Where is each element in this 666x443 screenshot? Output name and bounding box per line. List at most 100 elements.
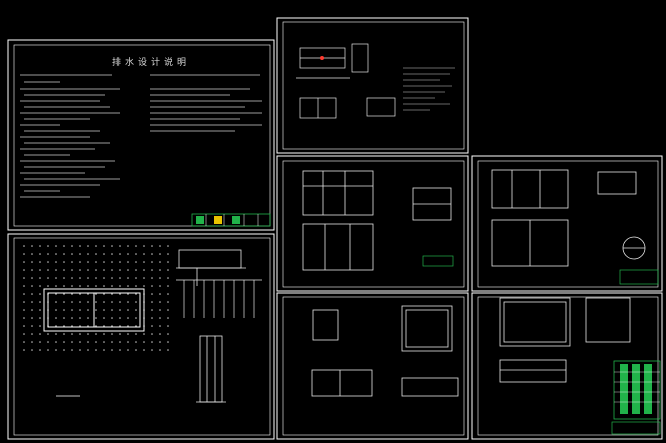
hatch-dot bbox=[135, 301, 137, 303]
hatch-dot bbox=[71, 349, 73, 351]
sheet-pump-well-details[interactable] bbox=[276, 17, 469, 154]
dot-hatch-field bbox=[23, 245, 169, 351]
hatch-dot bbox=[127, 253, 129, 255]
hatch-dot bbox=[95, 309, 97, 311]
hatch-dot bbox=[111, 309, 113, 311]
hatch-dot bbox=[135, 285, 137, 287]
hatch-dot bbox=[103, 285, 105, 287]
hatch-dot bbox=[167, 325, 169, 327]
hatch-dot bbox=[47, 349, 49, 351]
hatch-dot bbox=[119, 277, 121, 279]
hatch-dot bbox=[63, 341, 65, 343]
hatch-dot bbox=[39, 245, 41, 247]
sheet-pool-sections[interactable] bbox=[276, 292, 469, 440]
hatch-dot bbox=[167, 301, 169, 303]
hatch-dot bbox=[31, 301, 33, 303]
hatch-dot bbox=[79, 245, 81, 247]
hatch-dot bbox=[79, 293, 81, 295]
hatch-dot bbox=[167, 317, 169, 319]
hatch-dot bbox=[87, 277, 89, 279]
pile-lines bbox=[183, 280, 255, 318]
hatch-dot bbox=[95, 349, 97, 351]
hatch-dot bbox=[103, 301, 105, 303]
hatch-dot bbox=[87, 333, 89, 335]
sheet-tank-elevation[interactable] bbox=[471, 292, 663, 440]
hatch-dot bbox=[119, 253, 121, 255]
hatch-dot bbox=[55, 285, 57, 287]
hatch-dot bbox=[87, 269, 89, 271]
hatch-dot bbox=[151, 293, 153, 295]
hatch-dot bbox=[103, 293, 105, 295]
hatch-dot bbox=[167, 349, 169, 351]
hatch-dot bbox=[127, 349, 129, 351]
hatch-dot bbox=[23, 253, 25, 255]
hatch-dot bbox=[127, 269, 129, 271]
hatch-dot bbox=[79, 253, 81, 255]
hatch-dot bbox=[79, 301, 81, 303]
hatch-dot bbox=[71, 261, 73, 263]
hatch-dot bbox=[103, 277, 105, 279]
hatch-dot bbox=[87, 245, 89, 247]
hatch-dot bbox=[159, 317, 161, 319]
elevation-title-block bbox=[611, 421, 661, 435]
hatch-dot bbox=[87, 285, 89, 287]
hatch-dot bbox=[143, 253, 145, 255]
hatch-dot bbox=[31, 293, 33, 295]
hatch-dot bbox=[63, 245, 65, 247]
hatch-dot bbox=[159, 301, 161, 303]
hatch-dot bbox=[111, 325, 113, 327]
hatch-dot bbox=[63, 293, 65, 295]
hatch-dot bbox=[39, 325, 41, 327]
hatch-dot bbox=[63, 317, 65, 319]
hatch-dot bbox=[39, 341, 41, 343]
hatch-dot bbox=[31, 269, 33, 271]
hatch-dot bbox=[23, 277, 25, 279]
hatch-dot bbox=[55, 349, 57, 351]
hatch-dot bbox=[23, 269, 25, 271]
hatch-dot bbox=[31, 325, 33, 327]
hatch-dot bbox=[39, 301, 41, 303]
hatch-dot bbox=[95, 317, 97, 319]
hatch-dot bbox=[119, 317, 121, 319]
hatch-dot bbox=[111, 341, 113, 343]
hatch-dot bbox=[103, 349, 105, 351]
sheet-equipment-room[interactable] bbox=[276, 155, 469, 292]
hatch-dot bbox=[55, 341, 57, 343]
hatch-dot bbox=[143, 341, 145, 343]
hatch-dot bbox=[55, 269, 57, 271]
hatch-dot bbox=[55, 317, 57, 319]
hatch-dot bbox=[167, 333, 169, 335]
hatch-dot bbox=[23, 245, 25, 247]
hatch-dot bbox=[135, 261, 137, 263]
hatch-dot bbox=[71, 245, 73, 247]
hatch-dot bbox=[159, 349, 161, 351]
hatch-dot bbox=[127, 317, 129, 319]
hatch-dot bbox=[159, 269, 161, 271]
hatch-dot bbox=[63, 309, 65, 311]
hatch-dot bbox=[39, 293, 41, 295]
hatch-dot bbox=[159, 261, 161, 263]
hatch-dot bbox=[127, 245, 129, 247]
hatch-dot bbox=[111, 277, 113, 279]
hatch-dot bbox=[23, 325, 25, 327]
hatch-dot bbox=[47, 269, 49, 271]
hatch-dot bbox=[23, 261, 25, 263]
room-plan-lines bbox=[302, 170, 452, 271]
sheet-site-plan[interactable] bbox=[7, 233, 275, 440]
tank-elevation-lines bbox=[499, 297, 631, 383]
hatch-dot bbox=[143, 349, 145, 351]
hatch-dot bbox=[167, 341, 169, 343]
hatch-dot bbox=[71, 333, 73, 335]
hatch-dot bbox=[71, 277, 73, 279]
hatch-dot bbox=[127, 333, 129, 335]
hatch-dot bbox=[135, 293, 137, 295]
hatch-dot bbox=[103, 253, 105, 255]
hatch-dot bbox=[47, 253, 49, 255]
pool-section-lines bbox=[311, 305, 459, 397]
hatch-dot bbox=[47, 245, 49, 247]
hatch-dot bbox=[95, 341, 97, 343]
sheet-tank-plan[interactable] bbox=[471, 155, 663, 292]
hatch-dot bbox=[143, 333, 145, 335]
sheet-design-notes[interactable] bbox=[7, 39, 275, 231]
